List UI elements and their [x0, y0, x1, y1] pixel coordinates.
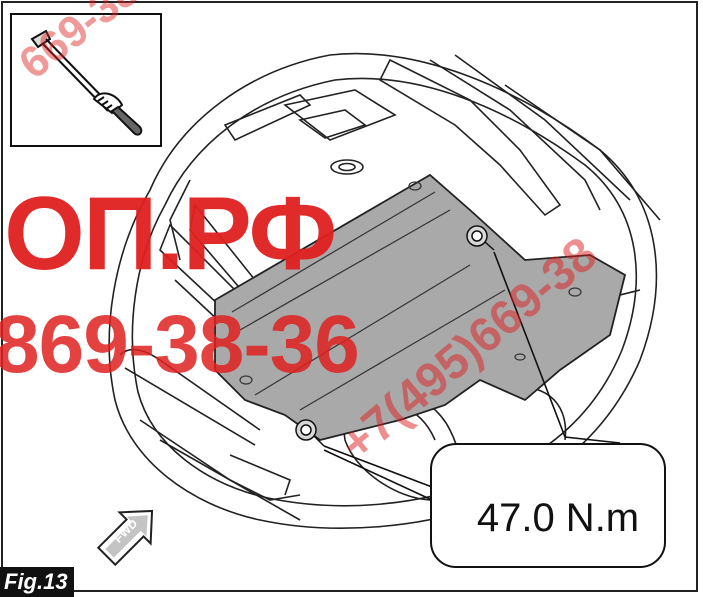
callout-leader-lines	[323, 251, 621, 501]
lower-bolt-icon	[295, 419, 325, 447]
mounting-bracket-plate	[214, 173, 627, 441]
bracket-details	[231, 181, 582, 411]
fwd-arrow-icon	[96, 509, 154, 567]
tool-inset	[10, 13, 162, 147]
torque-callout: 47.0 N.m	[430, 443, 666, 568]
figure-label: Fig.13	[0, 567, 74, 597]
torque-wrench-icon	[30, 29, 143, 136]
upper-bolt-icon	[466, 225, 495, 251]
torque-value: 47.0 N.m	[476, 496, 640, 540]
